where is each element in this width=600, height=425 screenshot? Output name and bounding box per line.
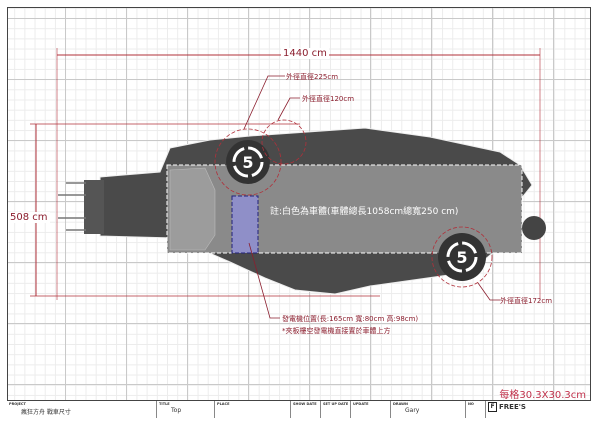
generator-area (231, 195, 259, 254)
place-label: PLACE (217, 402, 230, 406)
update-cell: UPDATE (351, 401, 391, 418)
number-cell: NO (466, 401, 486, 418)
rear-wheel-callout: 外徑直徑172cm (500, 297, 553, 305)
project-label: PROJECT (9, 402, 26, 406)
leader-lines (243, 75, 500, 319)
grid-scale: 每格30.3X30.3cm (499, 390, 586, 401)
place-cell: PLACE (215, 401, 291, 418)
number-label: NO (468, 402, 474, 406)
project-value: 瘋狂方舟 戰車尺寸 (21, 409, 71, 416)
generator-note: *夾板樓空發電機直接置於車體上方 (282, 327, 391, 335)
generator-callout: 發電機位置(長:165cm 寬:80cm 高:98cm) (282, 315, 419, 323)
spare-wheel (522, 216, 546, 240)
title-label: TITLE (159, 402, 170, 406)
show-date-cell: SHOW DATE (291, 401, 321, 418)
drawn-value: Gary (405, 407, 420, 414)
drawn-label: DRAWN (393, 402, 408, 406)
update-label: UPDATE (353, 402, 369, 406)
setup-date-label: SET UP DATE (323, 402, 349, 406)
project-cell: PROJECT 瘋狂方舟 戰車尺寸 (7, 401, 157, 418)
rear-bumper (84, 180, 104, 234)
company-name: FREE'S (499, 403, 526, 411)
front-wheel-number: 5 (242, 153, 253, 172)
front-wheel (214, 119, 307, 196)
title-value: Top (171, 407, 182, 414)
rear-pipes (58, 182, 86, 231)
rear-wheel-number: 5 (456, 248, 467, 267)
cab (169, 167, 216, 251)
width-dimension: 508 cm (8, 212, 50, 223)
rear-wheel (431, 226, 493, 288)
front-wheel-outer-callout: 外徑直徑225cm (286, 73, 339, 81)
body-note: 註:白色為車體(車體總長1058cm總寬250 cm) (270, 207, 459, 217)
length-dimension: 1440 cm (281, 48, 329, 59)
front-wheel-inner-callout: 外徑直徑120cm (302, 95, 355, 103)
setup-date-cell: SET UP DATE (321, 401, 351, 418)
show-date-label: SHOW DATE (293, 402, 317, 406)
